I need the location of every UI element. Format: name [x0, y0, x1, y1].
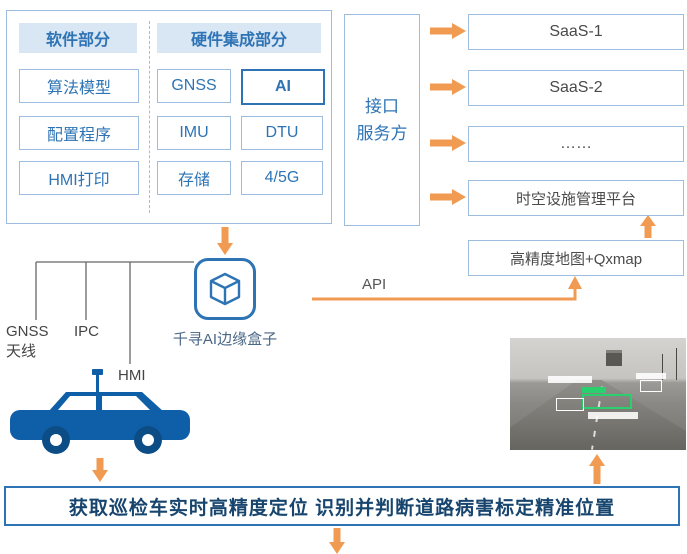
vehicle-windows — [58, 396, 150, 410]
output-box-saas2: SaaS-2 — [468, 70, 684, 106]
interface-service-box: 接口 服务方 — [344, 14, 420, 226]
software-item-algorithm: 算法模型 — [19, 69, 139, 103]
component-panel: 软件部分 硬件集成部分 算法模型 配置程序 HMI打印 GNSS AI IMU … — [6, 10, 332, 224]
detection-box-green — [582, 394, 632, 409]
edge-box-label: 千寻AI边缘盒子 — [172, 331, 278, 348]
hardware-item-imu: IMU — [157, 116, 231, 150]
hardware-item-45g: 4/5G — [241, 161, 323, 195]
interface-service-line1: 接口 — [365, 96, 399, 116]
detection-box-white — [556, 398, 584, 411]
software-header: 软件部分 — [19, 23, 137, 53]
gnss-antenna-line1: GNSS — [6, 323, 49, 340]
gnss-antenna-line2: 天线 — [6, 343, 37, 361]
label-gnss-antenna: GNSS 天线 — [6, 322, 62, 363]
detection-label-bar-green — [582, 387, 606, 393]
hardware-header: 硬件集成部分 — [157, 23, 321, 53]
panel-divider — [149, 21, 150, 213]
output-box-map-qxmap: 高精度地图+Qxmap — [468, 240, 684, 276]
detection-label-bar — [588, 412, 638, 419]
api-label: API — [362, 276, 387, 293]
software-item-hmi-print: HMI打印 — [19, 161, 139, 195]
hardware-item-ai: AI — [241, 69, 325, 105]
hardware-item-gnss: GNSS — [157, 69, 231, 103]
vehicle-body — [10, 369, 190, 440]
hardware-item-dtu: DTU — [241, 116, 323, 150]
inspection-vehicle-illustration — [10, 369, 190, 454]
output-box-ellipsis: …… — [468, 126, 684, 162]
photo-pole — [676, 348, 677, 380]
hardware-item-storage: 存储 — [157, 161, 231, 195]
output-box-platform: 时空设施管理平台 — [468, 180, 684, 216]
detection-box-white — [640, 380, 662, 392]
interface-service-line2: 服务方 — [356, 124, 408, 143]
edge-box-icon — [194, 258, 256, 320]
detection-label-bar — [636, 373, 666, 379]
software-item-config: 配置程序 — [19, 116, 139, 150]
cube-icon — [209, 272, 241, 306]
road-detection-photo — [510, 338, 686, 450]
detection-label-bar — [548, 376, 592, 383]
photo-truck — [606, 350, 622, 366]
output-box-saas1: SaaS-1 — [468, 14, 684, 50]
label-ipc: IPC — [74, 323, 100, 340]
photo-pole — [662, 354, 663, 380]
bottom-banner: 获取巡检车实时高精度定位 识别并判断道路病害标定精准位置 — [4, 486, 680, 526]
vehicle-wheels — [42, 426, 162, 454]
label-hmi: HMI — [118, 367, 146, 384]
